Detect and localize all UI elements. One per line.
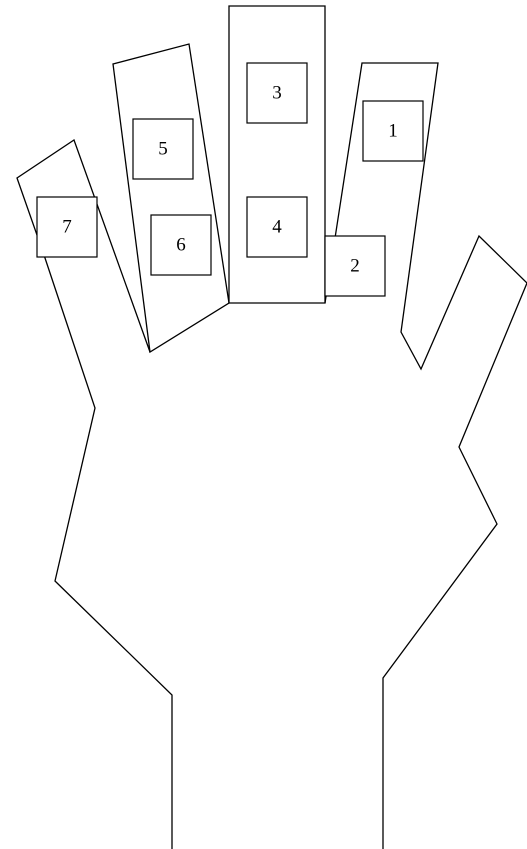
label-box-4: 4: [247, 197, 307, 257]
label-text-7: 7: [62, 217, 72, 238]
label-box-6: 6: [151, 215, 211, 275]
finger-ring-outline: [113, 44, 229, 352]
label-text-2: 2: [350, 256, 360, 277]
label-text-6: 6: [176, 235, 186, 256]
label-text-5: 5: [158, 139, 168, 160]
label-box-5: 5: [133, 119, 193, 179]
label-text-4: 4: [272, 217, 282, 238]
label-box-2: 2: [325, 236, 385, 296]
label-box-3: 3: [247, 63, 307, 123]
finger-middle-outline: [229, 6, 325, 303]
label-box-1: 1: [363, 101, 423, 161]
label-box-7: 7: [37, 197, 97, 257]
hand-right-outline: [325, 63, 527, 849]
hand-palm-outline: [44, 255, 172, 849]
label-text-1: 1: [388, 121, 398, 142]
label-text-3: 3: [272, 83, 282, 104]
